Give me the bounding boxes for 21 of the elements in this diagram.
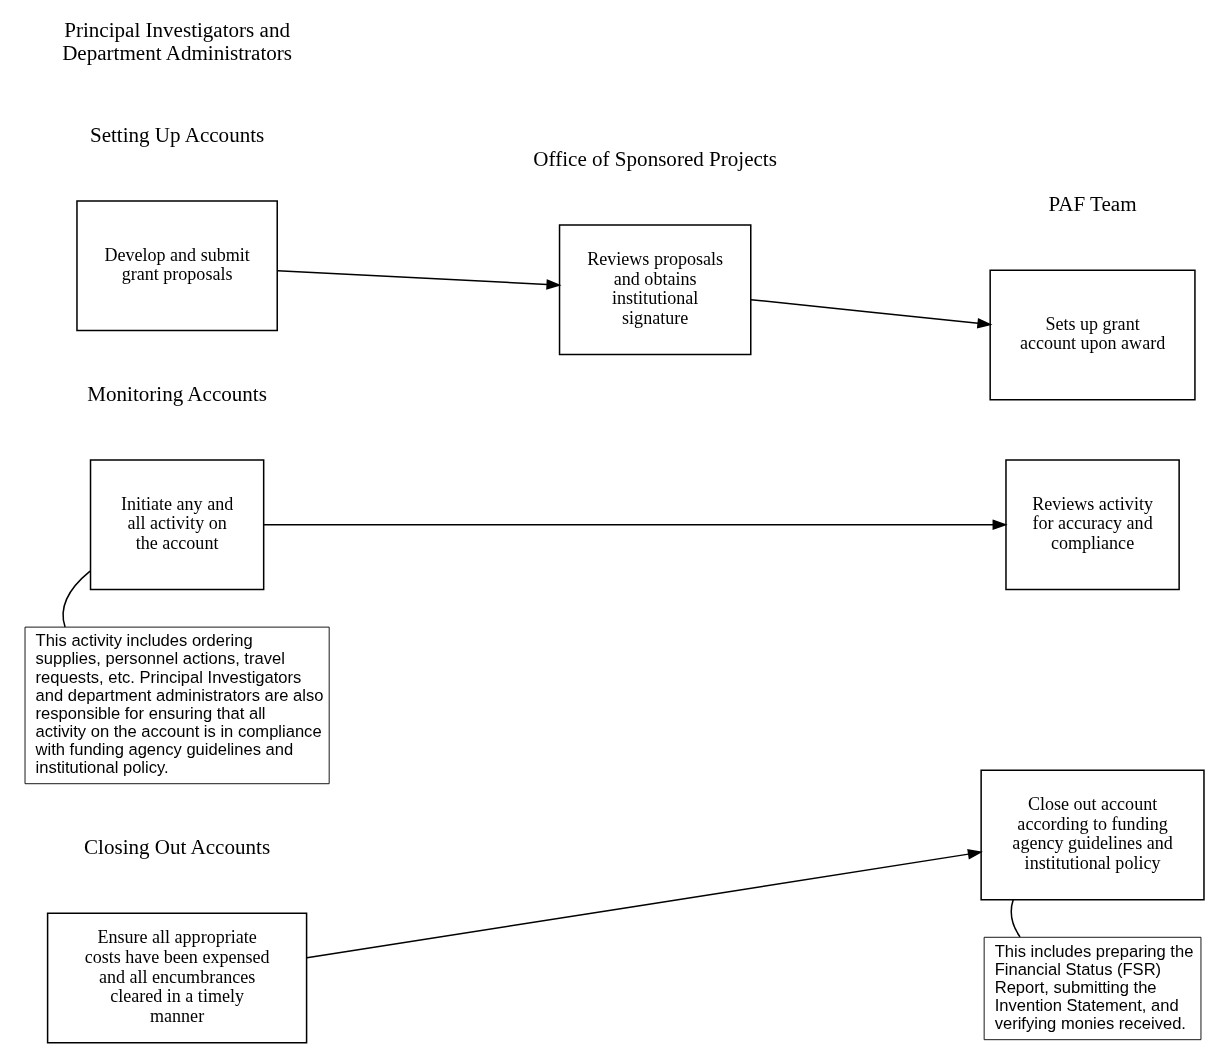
arrow (749, 298, 992, 329)
label: Monitoring Accounts (86, 381, 267, 406)
label: PAF Team (1048, 192, 1137, 217)
arrow (276, 270, 561, 290)
node-box: Develop and submit grant proposals (75, 200, 278, 332)
label: Setting Up Accounts (89, 122, 264, 147)
connector (61, 570, 91, 628)
arrow (262, 519, 1008, 530)
node-box: This activity includes ordering supplies, personnel actions, travel requests, etc. Principal Investigators and department administrators are also responsible for ensuring that all activity on the account is in compliance with funding agency guidelines and institutional policy. (24, 626, 330, 785)
node-box: Initiate any and all activity on the account (89, 459, 264, 591)
label: Closing Out Accounts (83, 835, 270, 860)
node-box: Close out account according to funding agency guidelines and institutional policy (979, 769, 1205, 901)
node-box: Sets up grant account upon award (988, 269, 1196, 401)
connector (1010, 899, 1021, 938)
node-box: Reviews activity for accuracy and compliance (1004, 459, 1180, 591)
arrow (305, 849, 983, 959)
label: Principal Investigators and Department Administrators (61, 18, 292, 65)
node-box: Reviews proposals and obtains institutional signature (558, 224, 751, 356)
node-box: This includes preparing the Financial Status (FSR) Report, submitting the Invention Statement, and verifying monies received. (983, 936, 1201, 1041)
node-box: Ensure all appropriate costs have been expensed and all encumbrances cleared in a timely manner (46, 912, 307, 1044)
label: Office of Sponsored Projects (532, 146, 777, 171)
